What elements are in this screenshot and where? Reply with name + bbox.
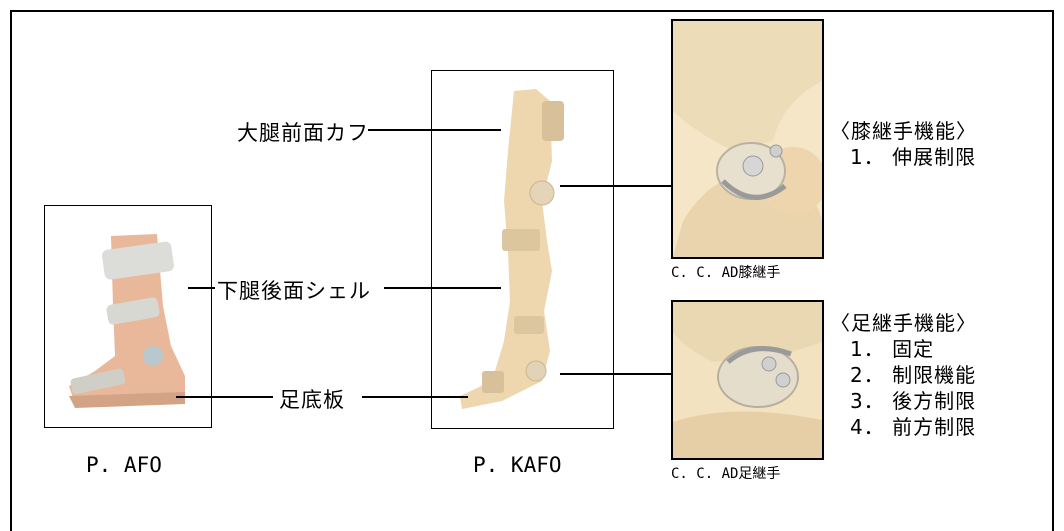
knee-joint-photo — [671, 19, 824, 259]
kafo-caption: P. KAFO — [473, 453, 562, 477]
knee-joint-caption: C. C. AD膝継手 — [671, 262, 780, 282]
calf-shell-leader-right — [384, 287, 501, 289]
ankle-joint-photo — [671, 300, 824, 460]
knee-function-item: 1． 伸展制限 — [830, 144, 977, 170]
ankle-joint-image — [673, 302, 822, 458]
ankle-function-item: 3． 後方制限 — [830, 388, 977, 414]
kafo-photo-panel — [431, 70, 614, 429]
ankle-function-item: 2． 制限機能 — [830, 362, 977, 388]
ankle-joint-caption: C. C. AD足継手 — [671, 463, 780, 483]
thigh-cuff-leader — [368, 129, 501, 131]
knee-functions: 〈膝継手機能〉 1． 伸展制限 — [830, 118, 977, 170]
ankle-functions-title: 〈足継手機能〉 — [830, 310, 977, 336]
footplate-leader-left — [176, 396, 273, 398]
ankle-function-item: 4． 前方制限 — [830, 414, 977, 440]
ankle-joint-leader — [560, 373, 671, 375]
knee-functions-title: 〈膝継手機能〉 — [830, 118, 977, 144]
knee-joint-leader — [560, 185, 671, 187]
calf-shell-leader-left — [188, 287, 215, 289]
afo-image — [45, 206, 211, 427]
thigh-cuff-label: 大腿前面カフ — [237, 117, 369, 147]
ankle-functions: 〈足継手機能〉 1． 固定 2． 制限機能 3． 後方制限 4． 前方制限 — [830, 310, 977, 440]
calf-shell-label: 下腿後面シェル — [217, 275, 371, 305]
ankle-function-item: 1． 固定 — [830, 336, 977, 362]
knee-joint-image — [673, 21, 822, 257]
footplate-leader-right — [362, 396, 468, 398]
afo-photo-panel — [44, 205, 212, 428]
afo-caption: P. AFO — [86, 453, 162, 477]
footplate-label: 足底板 — [279, 384, 345, 414]
